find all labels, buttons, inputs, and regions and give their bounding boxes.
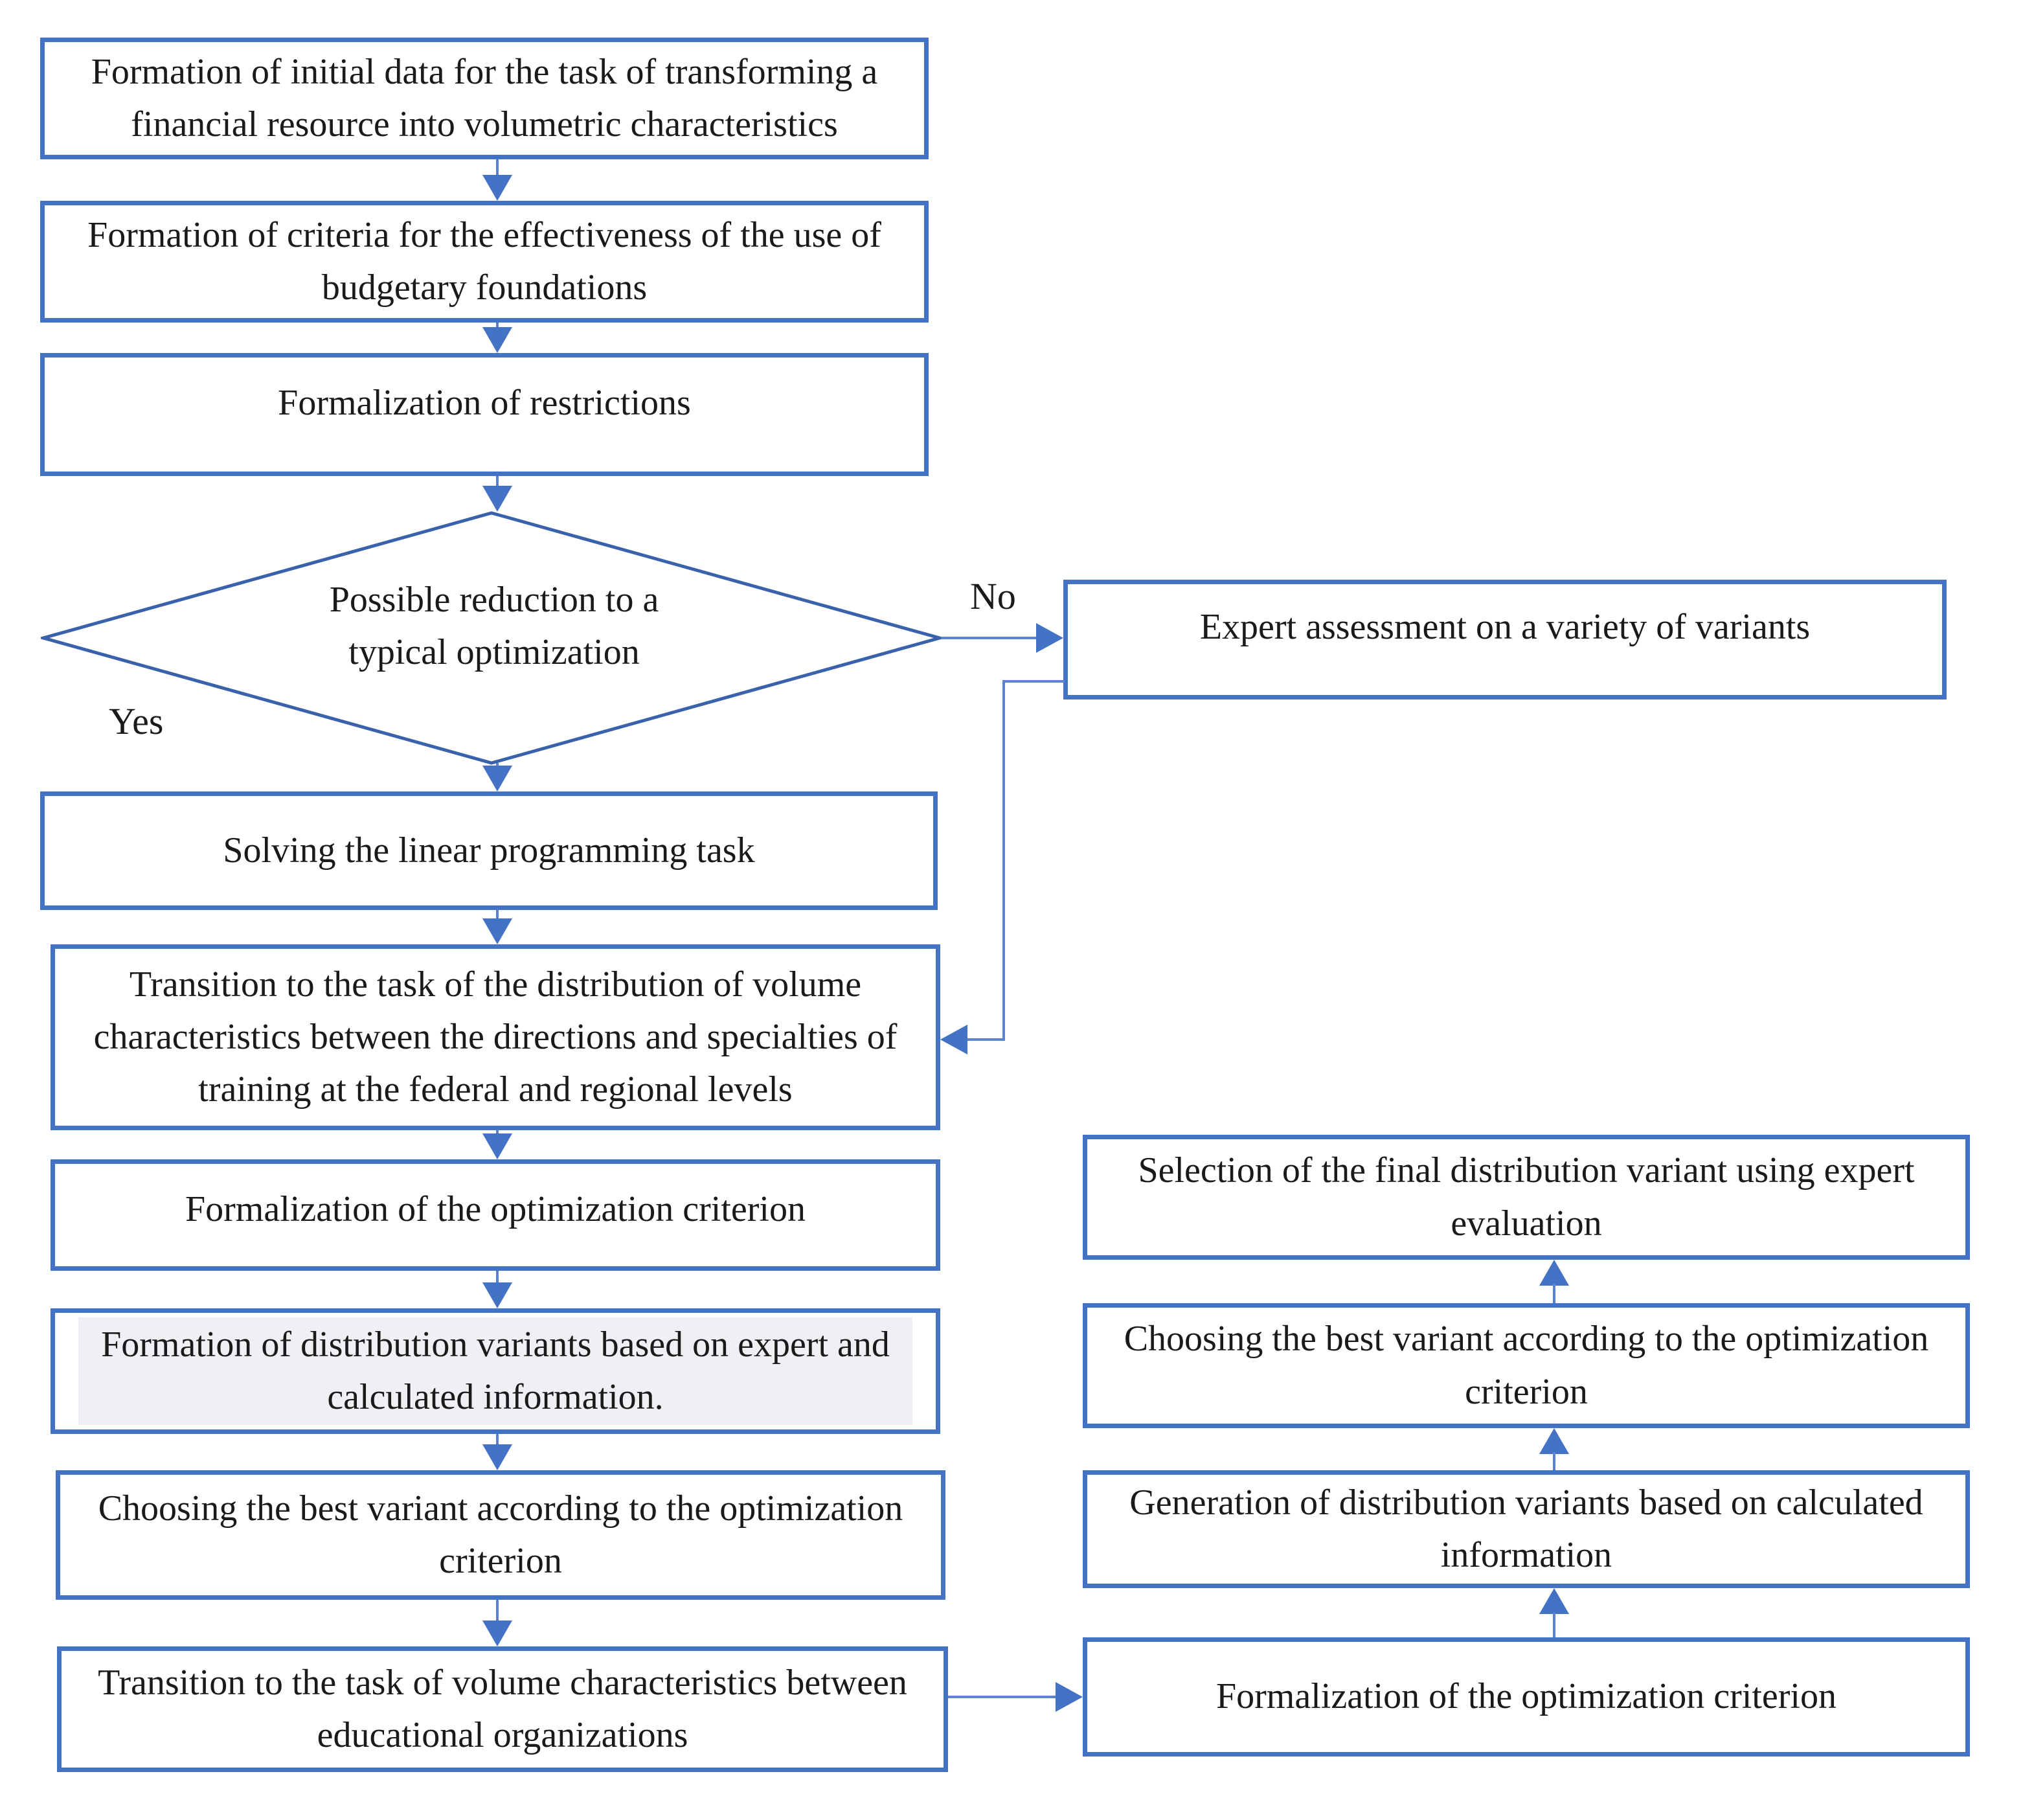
decision-diamond-label: Possible reduction to a typical optimiza…: [329, 580, 659, 673]
node-generation-variants-label: Generation of distribution variants base…: [1129, 1482, 1923, 1575]
node-criteria: Formation of criteria for the effectiven…: [40, 201, 929, 323]
node-solving: Solving the linear programming task: [40, 791, 938, 910]
node-solving-label: Solving the linear programming task: [223, 830, 755, 870]
arrow-line: [1553, 1612, 1555, 1637]
node-formalization-right-label: Formalization of the optimization criter…: [1216, 1676, 1837, 1717]
arrow-line: [1553, 1452, 1555, 1470]
arrow-line: [496, 1271, 499, 1285]
node-transition-distribution-label: Transition to the task of the distributi…: [93, 964, 898, 1110]
label-no: No: [970, 575, 1016, 617]
arrowhead-down-icon: [482, 1282, 512, 1308]
node-formation-variants-label: Formation of distribution variants based…: [78, 1317, 912, 1426]
node-choosing-left-label: Choosing the best variant according to t…: [98, 1488, 903, 1581]
node-restrictions-label: Formalization of restrictions: [278, 383, 691, 423]
node-expert-assessment-label: Expert assessment on a variety of varian…: [1199, 607, 1811, 647]
node-selection-final-label: Selection of the final distribution vari…: [1138, 1150, 1915, 1244]
arrowhead-left-icon: [940, 1025, 967, 1054]
node-selection-final: Selection of the final distribution vari…: [1083, 1135, 1970, 1260]
arrow-line: [496, 1130, 499, 1135]
arrowhead-down-icon: [482, 1444, 512, 1470]
arrow-line: [496, 1434, 499, 1447]
arrowhead-up-icon: [1539, 1428, 1569, 1454]
node-transition-volume-label: Transition to the task of volume charact…: [98, 1662, 907, 1755]
arrow-line: [496, 476, 499, 489]
arrowhead-up-icon: [1539, 1260, 1569, 1286]
arrowhead-down-icon: [482, 327, 512, 353]
arrowhead-down-icon: [482, 918, 512, 944]
node-restrictions: Formalization of restrictions: [40, 353, 929, 476]
node-choosing-left: Choosing the best variant according to t…: [56, 1470, 945, 1600]
label-yes: Yes: [109, 700, 164, 742]
decision-diamond-shape: [41, 511, 942, 765]
arrowhead-right-icon: [1056, 1682, 1083, 1712]
node-expert-assessment: Expert assessment on a variety of varian…: [1063, 580, 1947, 700]
node-initial-data-label: Formation of initial data for the task o…: [91, 51, 878, 144]
arrowhead-down-icon: [482, 175, 512, 201]
node-formalization-left-label: Formalization of the optimization criter…: [185, 1189, 806, 1229]
node-transition-distribution: Transition to the task of the distributi…: [51, 944, 940, 1130]
arrowhead-down-icon: [482, 1133, 512, 1159]
node-choosing-right: Choosing the best variant according to t…: [1083, 1303, 1970, 1428]
elbow-segment: [1002, 680, 1005, 1041]
node-transition-volume: Transition to the task of volume charact…: [57, 1646, 948, 1772]
arrowhead-right-icon: [1036, 623, 1063, 653]
node-generation-variants: Generation of distribution variants base…: [1083, 1470, 1970, 1588]
arrow-line: [496, 1600, 499, 1623]
arrowhead-up-icon: [1539, 1588, 1569, 1614]
node-initial-data: Formation of initial data for the task o…: [40, 38, 929, 159]
node-formalization-left: Formalization of the optimization criter…: [51, 1159, 940, 1271]
node-formalization-right: Formalization of the optimization criter…: [1083, 1637, 1970, 1757]
elbow-segment: [1002, 680, 1065, 683]
arrow-line: [948, 1696, 1057, 1698]
arrow-line: [496, 910, 499, 921]
decision-diamond: Possible reduction to a typical optimiza…: [41, 510, 942, 766]
arrowhead-down-icon: [482, 486, 512, 512]
node-formation-variants: Formation of distribution variants based…: [51, 1308, 940, 1434]
arrowhead-down-icon: [482, 766, 512, 791]
arrow-line: [496, 159, 499, 177]
arrowhead-down-icon: [482, 1621, 512, 1646]
elbow-segment: [967, 1038, 1005, 1041]
node-criteria-label: Formation of criteria for the effectiven…: [87, 214, 881, 308]
node-choosing-right-label: Choosing the best variant according to t…: [1124, 1319, 1929, 1412]
arrow-line: [1553, 1284, 1555, 1303]
arrow-line: [496, 323, 499, 329]
arrow-line: [941, 637, 1038, 639]
